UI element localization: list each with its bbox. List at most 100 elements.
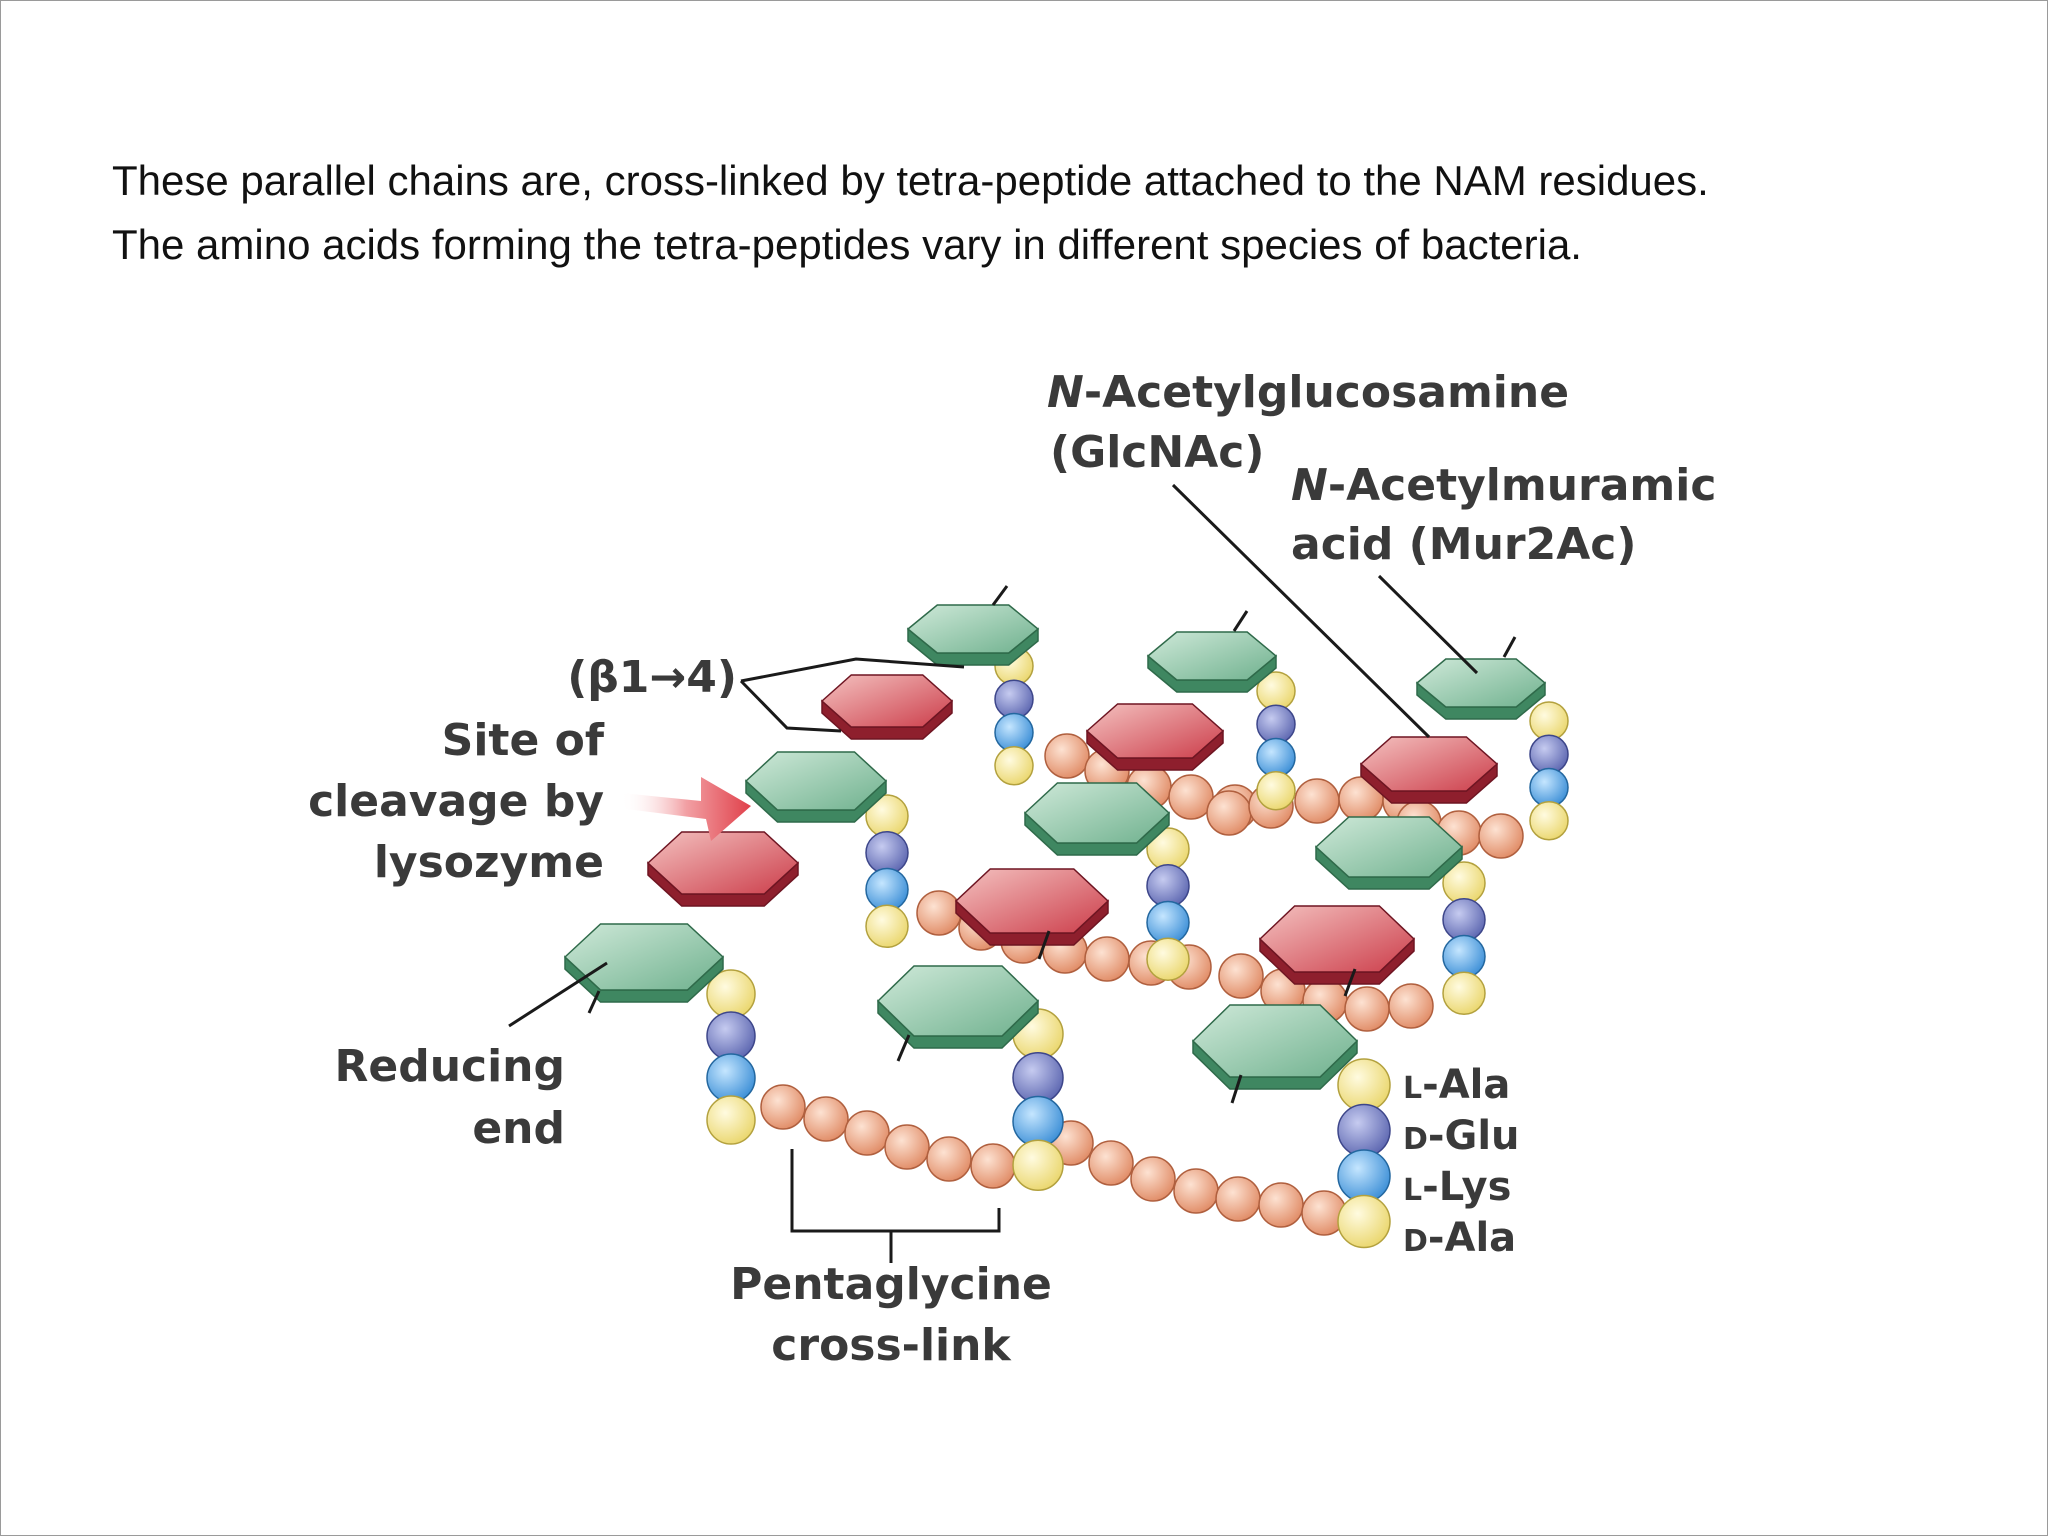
amino-acid-stereo-prefix: D [1403, 1122, 1428, 1157]
glycine-bead [916, 890, 962, 936]
lysine-bead [1442, 934, 1486, 979]
cleavage-label-line-1: Site of [442, 715, 605, 766]
pentaglycine-label-line-2: cross-link [771, 1320, 1012, 1371]
glycine-bead [803, 1096, 849, 1142]
murnac-hexagon [1258, 905, 1416, 985]
murnac-label: N-Acetylmuramic [1291, 460, 1716, 511]
glycine-bead [1130, 1156, 1176, 1202]
leader-lines [508, 483, 1479, 1263]
glycosidic-bond-stub [1232, 610, 1249, 632]
reducing-end-label-line-2: end [472, 1103, 565, 1154]
alanine-bead [1529, 801, 1569, 841]
glycosidic-bond-stub [1037, 930, 1051, 960]
glutamate-bead [1442, 898, 1486, 942]
glcnac-hexagon [744, 751, 888, 823]
lysine-bead [1337, 1149, 1391, 1203]
caption-line-1: These parallel chains are, cross-linked … [112, 157, 1709, 204]
glycine-bead [1258, 1182, 1304, 1228]
glutamate-bead [1337, 1103, 1391, 1158]
glycine-bead [1215, 1176, 1261, 1222]
murnac-hexagon [954, 868, 1110, 946]
glycine-bead [844, 1110, 890, 1156]
amino-acid-stereo-prefix: L [1403, 1071, 1422, 1106]
lysine-bead [865, 867, 909, 912]
glycosidic-bond-stub [991, 585, 1009, 606]
glycine-bead [1173, 1168, 1219, 1214]
hexagon-face [1146, 631, 1278, 681]
alanine-bead [1012, 1139, 1064, 1191]
glutamate-bead [865, 831, 909, 875]
glcnac-hexagon [1314, 816, 1464, 890]
hexagon-face [563, 923, 725, 991]
glcnac-hexagon [1023, 782, 1171, 856]
hexagon-face [1415, 658, 1547, 708]
murnac-hexagon [820, 674, 954, 740]
glycine-bead [1294, 778, 1340, 824]
alanine-bead [1337, 1194, 1391, 1249]
hexagon-face [1314, 816, 1464, 878]
glycine-bead [1044, 733, 1090, 779]
glycine-bead [970, 1143, 1016, 1189]
alanine-bead [1442, 971, 1486, 1015]
lysine-bead [1529, 767, 1569, 808]
glutamate-bead [1256, 704, 1296, 744]
glycine-bead [1388, 983, 1434, 1029]
caption-line-2: The amino acids forming the tetra-peptid… [112, 221, 1582, 268]
hexagon-face [820, 674, 954, 728]
glycosidic-bond-stub [896, 1034, 911, 1062]
hexagon-face [1023, 782, 1171, 844]
lysine-bead [706, 1053, 756, 1103]
glcnac-hexagon [563, 923, 725, 1003]
glcnac-hexagon [1415, 658, 1547, 720]
glycan-strands [563, 585, 1547, 1104]
glcnac-abbr: (GlcNAc) [1050, 427, 1264, 478]
glycine-bead [1206, 790, 1252, 836]
alanine-bead [706, 1095, 756, 1145]
tetrapeptide-chains [706, 646, 1569, 1249]
hexagon-face [744, 751, 888, 811]
glcnac-hexagon [1191, 1004, 1359, 1090]
lysine-bead [994, 712, 1034, 753]
amino-acid-stereo-prefix: L [1403, 1173, 1422, 1208]
hexagon-face [876, 965, 1040, 1037]
amino-acid-name: -Ala [1428, 1215, 1516, 1261]
lysine-bead [1012, 1095, 1064, 1148]
murnac-hexagon [1085, 703, 1225, 771]
glcnac-hexagon [1146, 631, 1278, 693]
alanine-bead [865, 904, 909, 948]
alanine-bead [1337, 1058, 1391, 1112]
glycosidic-bond-stub [1230, 1074, 1243, 1104]
glycosidic-bond-stub [1502, 636, 1517, 658]
cleavage-label-line-2: cleavage by [308, 776, 604, 827]
hexagon-face [1258, 905, 1416, 973]
alanine-bead [1256, 771, 1296, 811]
glcnac-label: N-Acetylglucosamine [1047, 367, 1569, 418]
glycosidic-bond-stub [1343, 968, 1357, 997]
glcnac-hexagon [876, 965, 1040, 1049]
amino-acid-name: -Lys [1422, 1164, 1511, 1210]
murnac-abbr: acid (Mur2Ac) [1291, 519, 1636, 570]
alanine-bead [994, 746, 1034, 786]
amino-acid-name: -Ala [1422, 1062, 1510, 1108]
lysine-bead [1146, 900, 1190, 945]
glcnac-hexagon [906, 604, 1040, 666]
cleavage-label-line-3: lysozyme [374, 837, 604, 888]
pentaglycine-bracket [790, 1149, 1001, 1263]
amino-acid-stereo-prefix: D [1403, 1224, 1428, 1259]
glutamate-bead [994, 679, 1034, 719]
glycine-bead [1344, 986, 1390, 1032]
amino-acid-label-3: D-Ala [1403, 1215, 1516, 1261]
glycine-bead [926, 1136, 972, 1182]
glycine-bead [884, 1124, 930, 1170]
reducing-end-leader [508, 961, 608, 1028]
hexagon-face [1359, 736, 1499, 792]
beta-1-4-label: (β1→4) [567, 652, 737, 703]
hexagon-face [1191, 1004, 1359, 1078]
amino-acid-name: -Glu [1428, 1113, 1520, 1159]
hexagon-face [646, 831, 800, 895]
glycine-bead [1088, 1140, 1134, 1186]
glycine-bead [760, 1084, 806, 1130]
